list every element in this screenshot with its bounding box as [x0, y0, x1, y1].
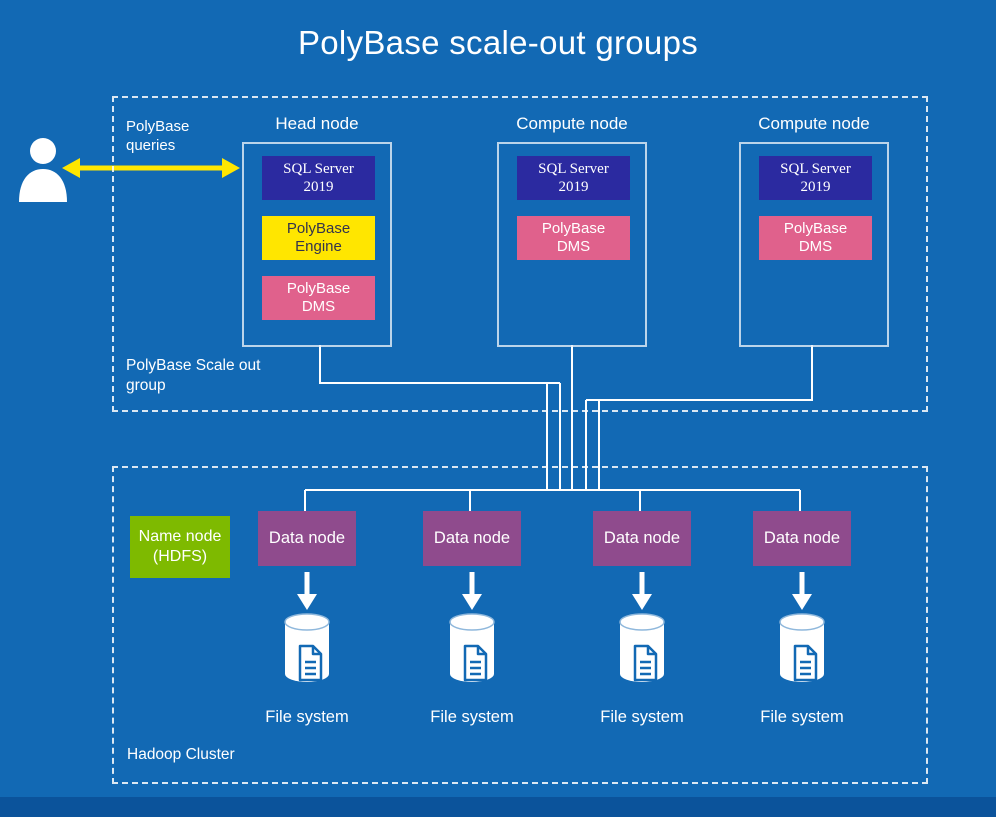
polybase-engine-box: PolyBase Engine — [262, 216, 375, 260]
sql-server-label: SQL Server 2019 — [780, 161, 851, 195]
compute-node-2-label: Compute node — [758, 114, 870, 133]
polybase-dms-label: PolyBase DMS — [541, 220, 606, 255]
database-file-icon — [449, 613, 495, 682]
name-node-label: Name node (HDFS) — [138, 528, 222, 565]
sql-server-box: SQL Server 2019 — [517, 156, 630, 200]
polybase-dms-box: PolyBase DMS — [517, 216, 630, 260]
page-title: PolyBase scale-out groups — [297, 24, 699, 61]
down-arrow-icon — [792, 572, 812, 610]
scale-out-group-box: PolyBase queries Head node SQL Server 20… — [112, 96, 928, 412]
data-node-box-3: Data node — [593, 511, 691, 566]
data-node-label: Data node — [433, 529, 511, 547]
bottom-strip — [0, 797, 996, 817]
compute-node-1-label: Compute node — [516, 114, 628, 133]
file-system-label: File system — [265, 708, 349, 726]
sql-server-label: SQL Server 2019 — [283, 161, 354, 195]
database-file-icon — [284, 613, 330, 682]
database-file-icon — [779, 613, 825, 682]
polybase-dms-label: PolyBase DMS — [783, 220, 848, 255]
down-arrow-icon — [462, 572, 482, 610]
user-icon — [19, 138, 67, 202]
data-node-box-4: Data node — [753, 511, 851, 566]
polybase-dms-box: PolyBase DMS — [262, 276, 375, 320]
data-node-label: Data node — [268, 529, 346, 547]
data-node-box-1: Data node — [258, 511, 356, 566]
polybase-dms-box: PolyBase DMS — [759, 216, 872, 260]
query-arrow-icon — [62, 158, 240, 178]
hadoop-cluster-box: Name node (HDFS) Data node Data node Dat… — [112, 466, 928, 784]
data-node-box-2: Data node — [423, 511, 521, 566]
polybase-engine-label: PolyBase Engine — [286, 220, 351, 255]
file-system-label: File system — [430, 708, 514, 726]
down-arrow-icon — [297, 572, 317, 610]
database-file-icon — [619, 613, 665, 682]
compute-node-1-box: SQL Server 2019 PolyBase DMS — [497, 142, 647, 347]
scale-out-group-label: PolyBase Scale out group — [126, 357, 261, 395]
head-node-label: Head node — [275, 114, 359, 133]
hadoop-cluster-label: Hadoop Cluster — [127, 746, 235, 763]
sql-server-label: SQL Server 2019 — [538, 161, 609, 195]
head-node-box: SQL Server 2019 PolyBase Engine PolyBase… — [242, 142, 392, 347]
data-node-label: Data node — [603, 529, 681, 547]
polybase-queries-text: PolyBase queries — [126, 118, 190, 154]
sql-server-box: SQL Server 2019 — [262, 156, 375, 200]
file-system-label: File system — [600, 708, 684, 726]
data-node-label: Data node — [763, 529, 841, 547]
polybase-queries-label: PolyBase queries — [126, 118, 210, 156]
sql-server-box: SQL Server 2019 — [759, 156, 872, 200]
name-node-box: Name node (HDFS) — [130, 516, 230, 578]
compute-node-2-box: SQL Server 2019 PolyBase DMS — [739, 142, 889, 347]
polybase-dms-label: PolyBase DMS — [286, 280, 351, 315]
file-system-label: File system — [760, 708, 844, 726]
down-arrow-icon — [632, 572, 652, 610]
